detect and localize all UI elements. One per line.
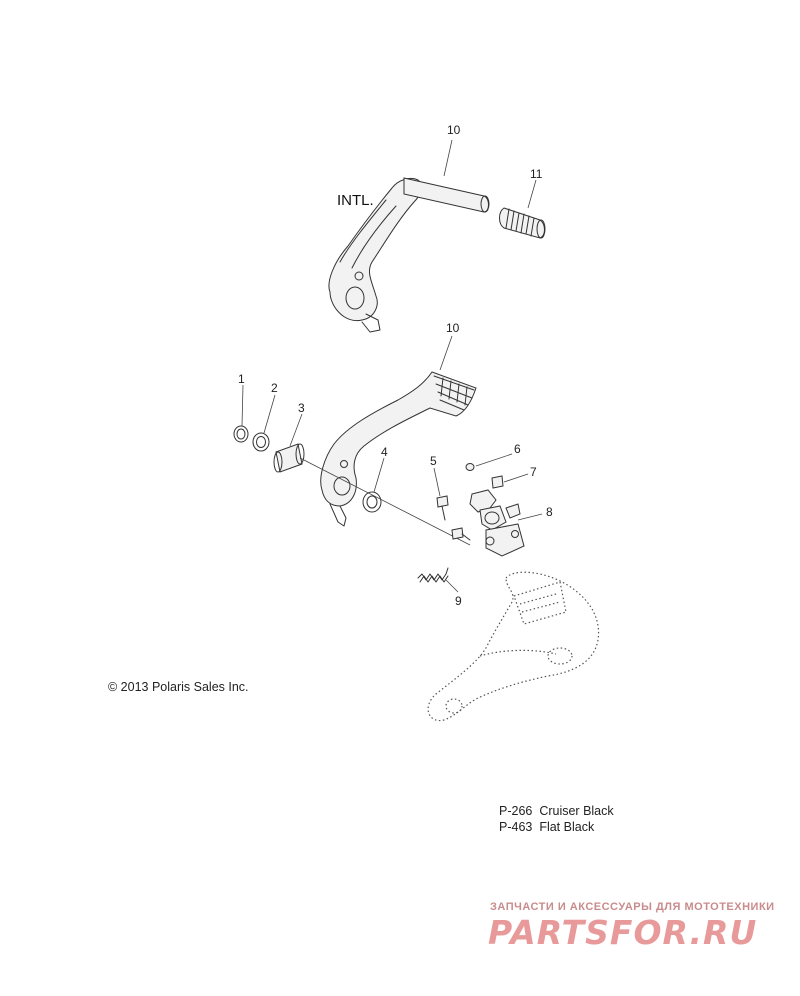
callout-5: 5 — [430, 454, 437, 468]
pin — [491, 475, 504, 489]
callout-3: 3 — [298, 401, 305, 415]
nut — [465, 463, 475, 471]
clevis-assembly — [469, 489, 525, 557]
watermark-logo: PARTSFOR.RU — [488, 913, 758, 952]
master-cylinder-ghost — [427, 571, 600, 722]
leader-lines — [241, 139, 543, 593]
copyright-notice: © 2013 Polaris Sales Inc. — [108, 680, 249, 694]
paint-name-1: Cruiser Black — [539, 804, 614, 818]
callout-10-mid: 10 — [446, 321, 460, 335]
brake-lever-intl — [328, 177, 490, 333]
brake-lever — [320, 371, 477, 527]
callout-6: 6 — [514, 442, 521, 456]
callout-9: 9 — [455, 594, 462, 608]
callout-11: 11 — [530, 167, 543, 181]
paint-code-line-1: P-266 Cruiser Black — [499, 804, 614, 818]
bushing — [273, 443, 305, 473]
paint-name-2: Flat Black — [539, 820, 595, 834]
watermark-tagline: ЗАПЧАСТИ И АКСЕССУАРЫ ДЛЯ МОТОТЕХНИКИ — [490, 901, 775, 913]
callout-2: 2 — [271, 381, 278, 395]
paint-code-line-2: P-463 Flat Black — [499, 820, 594, 834]
callout-4: 4 — [381, 445, 388, 459]
paint-code-2: P-463 — [499, 820, 533, 834]
intl-label: INTL. — [337, 192, 374, 209]
callout-8: 8 — [546, 505, 553, 519]
paint-code-1: P-266 — [499, 804, 533, 818]
callout-7: 7 — [530, 465, 537, 479]
callout-10-top: 10 — [447, 123, 461, 137]
assembly-axis-line — [299, 457, 471, 546]
bolt — [436, 495, 471, 541]
washer — [252, 432, 270, 452]
foot-peg-rubber — [499, 207, 546, 239]
callout-1: 1 — [238, 372, 245, 386]
clip-ring — [233, 425, 249, 443]
washer-large — [362, 491, 382, 513]
return-spring — [417, 567, 449, 583]
